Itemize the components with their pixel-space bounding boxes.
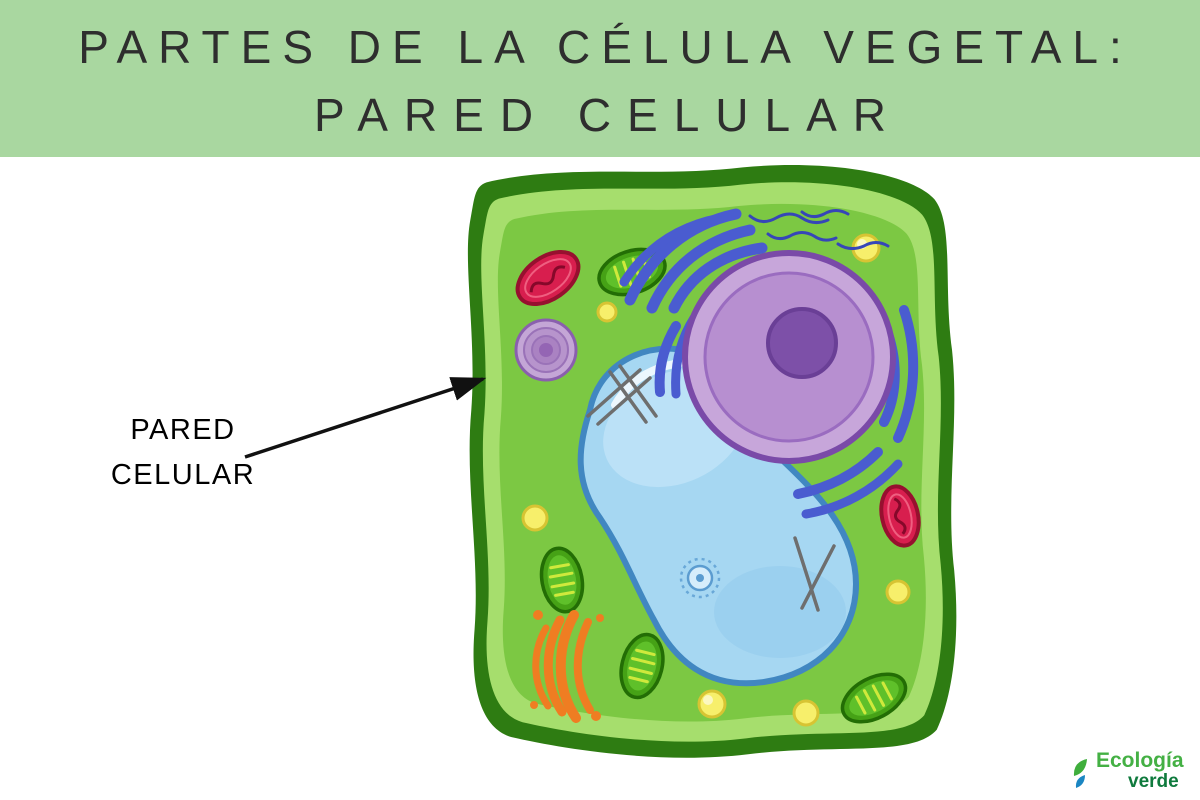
nucleus bbox=[682, 250, 896, 464]
mitochondrion-top bbox=[515, 249, 581, 307]
vacuole-shade bbox=[714, 566, 846, 658]
title-banner: PARTES DE LA CÉLULA VEGETAL: PARED CELUL… bbox=[0, 0, 1200, 157]
chloroplast-4 bbox=[840, 672, 908, 724]
callout-arrow bbox=[225, 352, 505, 472]
chloroplast-3 bbox=[619, 632, 665, 700]
cytoskeleton-filaments bbox=[586, 364, 836, 612]
brand-word-1: Ecología bbox=[1096, 749, 1184, 772]
chloroplast-2 bbox=[539, 546, 585, 614]
brand-word-2: verde bbox=[1128, 771, 1179, 792]
callout-line2: CELULAR bbox=[110, 458, 256, 491]
vesicles bbox=[521, 233, 911, 727]
golgi-apparatus bbox=[530, 610, 604, 723]
page-title-line1: PARTES DE LA CÉLULA VEGETAL: bbox=[78, 20, 1133, 73]
endoplasmic-reticulum bbox=[619, 208, 919, 519]
er-tubules bbox=[748, 209, 890, 251]
plant-cell-illustration bbox=[450, 160, 970, 775]
arrow-line bbox=[244, 377, 487, 459]
callout-line1: PARED bbox=[130, 414, 236, 446]
plant-cell-svg bbox=[467, 165, 957, 758]
vacuole-shine bbox=[611, 359, 684, 409]
callout-label: PARED CELULAR bbox=[83, 408, 283, 498]
mitochondrion-right bbox=[879, 484, 921, 548]
plastid-rings bbox=[514, 318, 578, 382]
leaf-icon bbox=[1073, 759, 1087, 788]
page-title-line2: PARED CELULAR bbox=[313, 88, 903, 141]
radial-granule bbox=[679, 557, 721, 599]
brand-logo: Ecología verde bbox=[1070, 750, 1196, 796]
nucleolus bbox=[766, 307, 838, 379]
